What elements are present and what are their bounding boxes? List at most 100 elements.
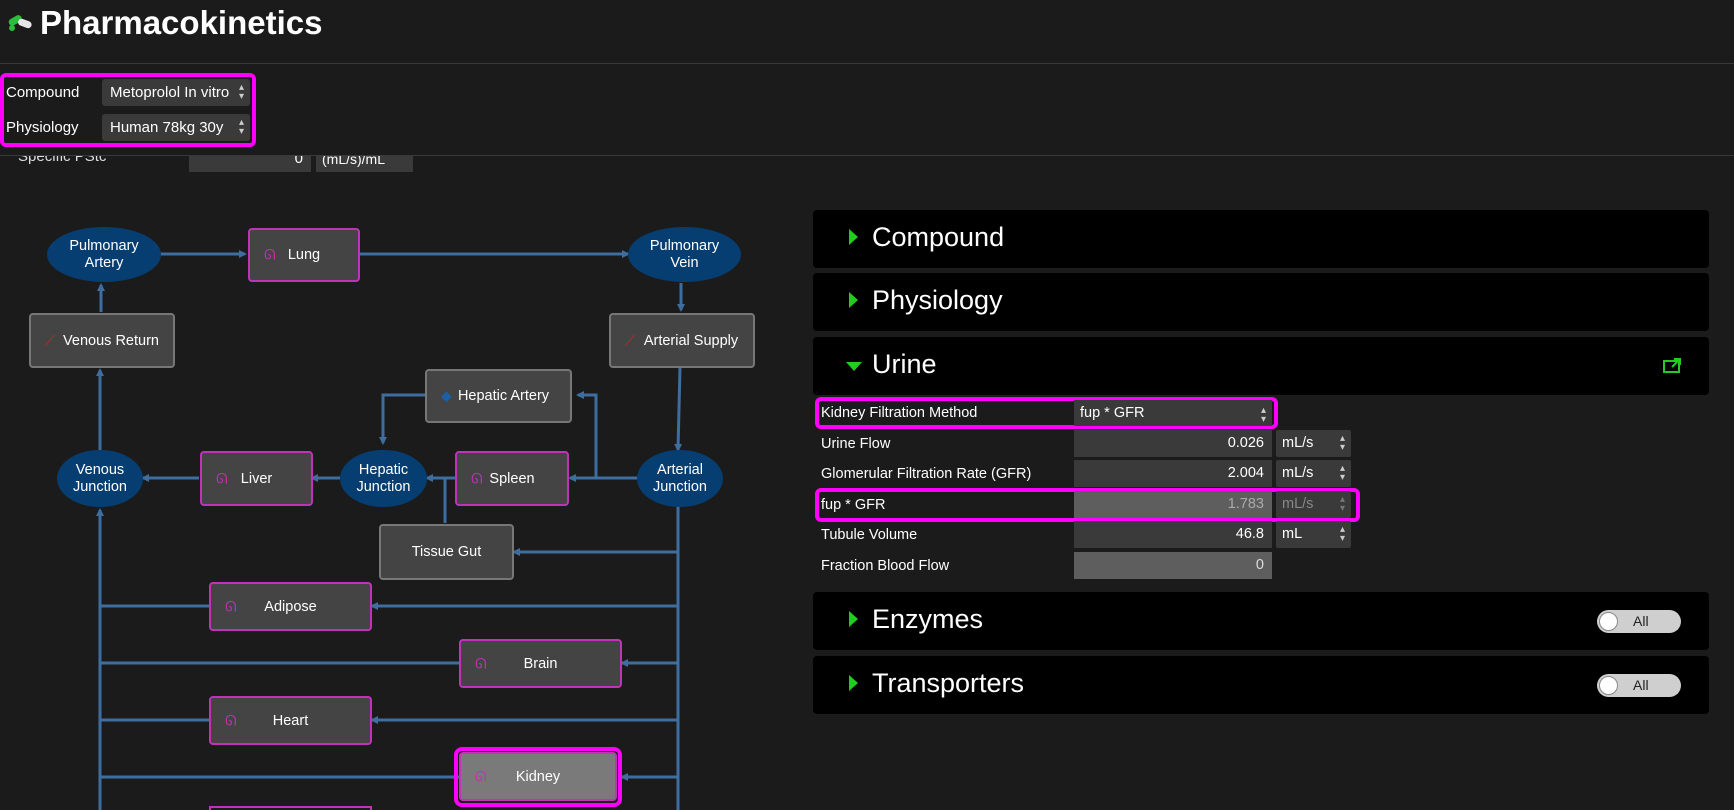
spinner-icon: ▴▾ [1340,460,1345,482]
organ-icon: ᘏ [475,655,487,672]
node-label: Adipose [264,599,316,615]
spinner-icon: ▴▾ [239,114,244,136]
node-kidney[interactable]: ᘏ Kidney [459,752,617,801]
organ-icon: ᘏ [264,247,276,264]
enzymes-all-toggle[interactable]: All [1597,610,1681,633]
node-label: Tissue Gut [412,544,482,560]
physiology-select[interactable]: Human 78kg 30y ▴▾ [102,114,250,141]
section-title: Compound [872,222,1004,253]
kidney-filtration-value: fup * GFR [1080,405,1144,421]
export-icon[interactable] [1663,358,1681,373]
urine-flow-label: Urine Flow [821,436,890,452]
node-liver[interactable]: ᘏ Liver [200,451,313,506]
fup-gfr-unit: mL/s ▴▾ [1276,491,1351,518]
node-lung[interactable]: ᘏ Lung [248,228,360,282]
app-header: Pharmacokinetics [0,0,1734,64]
gfr-unit[interactable]: mL/s▴▾ [1276,460,1351,487]
section-title: Physiology [872,285,1003,316]
section-physiology[interactable]: Physiology [813,273,1709,331]
fraction-blood-flow-field: 0 [1074,552,1272,579]
node-next-partial [209,806,372,810]
node-label: Kidney [516,769,560,785]
node-pulmonary-vein[interactable]: Pulmonary Vein [628,227,741,282]
pills-icon [6,11,34,33]
syringe-icon: ⟋ [625,332,635,349]
node-hepatic-artery[interactable]: ◆ Hepatic Artery [425,369,572,423]
toggle-knob [1599,676,1618,695]
node-label: Lung [288,247,320,263]
node-label: Arterial Junction [645,462,715,496]
tubule-volume-label: Tubule Volume [821,527,917,543]
node-heart[interactable]: ᘏ Heart [209,696,372,745]
page-title: Pharmacokinetics [40,4,322,42]
fraction-blood-flow-label: Fraction Blood Flow [821,558,949,574]
expand-arrow-icon [849,611,858,627]
spinner-icon: ▴▾ [1340,430,1345,452]
node-brain[interactable]: ᘏ Brain [459,639,622,688]
toggle-knob [1599,612,1618,631]
compound-label: Compound [6,84,79,101]
node-venous-junction[interactable]: Venous Junction [57,450,143,507]
node-label: Brain [524,656,558,672]
syringe-icon: ⟋ [45,332,55,349]
organ-icon: ᘏ [471,470,483,487]
collapse-arrow-icon [846,362,862,371]
node-label: Arterial Supply [626,333,738,349]
section-title: Transporters [872,668,1024,699]
section-enzymes[interactable]: Enzymes All [813,592,1709,650]
diamond-icon: ◆ [441,388,452,405]
tubule-volume-field[interactable]: 46.8 [1074,521,1272,548]
node-arterial-supply[interactable]: ⟋ Arterial Supply [609,313,755,368]
section-compound[interactable]: Compound [813,210,1709,268]
toggle-label: All [1633,613,1649,629]
gfr-field[interactable]: 2.004 [1074,460,1272,487]
toggle-label: All [1633,677,1649,693]
compound-select[interactable]: Metoprolol In vitro ▴▾ [102,79,250,106]
node-adipose[interactable]: ᘏ Adipose [209,582,372,631]
tubule-volume-unit[interactable]: mL▴▾ [1276,521,1351,548]
expand-arrow-icon [849,229,858,245]
clipped-row: Specific PStc 0 (mL/s)/mL [0,156,760,174]
specific-pstc-label: Specific PStc [18,156,106,165]
node-pulmonary-artery[interactable]: Pulmonary Artery [47,227,161,282]
physiology-label: Physiology [6,119,79,136]
unit-label: mL/s [1282,496,1313,512]
node-venous-return[interactable]: ⟋ Venous Return [29,313,175,368]
kidney-filtration-select[interactable]: fup * GFR ▴▾ [1074,400,1272,426]
organ-icon: ᘏ [225,712,237,729]
node-label: Pulmonary Vein [645,238,725,272]
section-title: Enzymes [872,604,983,635]
node-label: Hepatic Artery [448,388,549,404]
spinner-icon: ▴▾ [1340,521,1345,543]
node-label: Liver [241,471,272,487]
selector-bar [0,64,1734,156]
organ-icon: ᘏ [216,470,228,487]
urine-flow-unit[interactable]: mL/s▴▾ [1276,430,1351,457]
organ-icon: ᘏ [475,768,487,785]
node-label: Venous Return [45,333,159,349]
node-label: Heart [273,713,308,729]
section-transporters[interactable]: Transporters All [813,656,1709,714]
node-label: Pulmonary Artery [64,238,144,272]
node-spleen[interactable]: ᘏ Spleen [455,451,569,506]
compound-select-value: Metoprolol In vitro [110,84,229,101]
fup-gfr-label: fup * GFR [821,497,885,513]
node-hepatic-junction[interactable]: Hepatic Junction [340,450,427,507]
section-title: Urine [872,349,937,380]
node-label: Hepatic Junction [349,462,419,496]
node-label: Spleen [489,471,534,487]
node-tissue-gut[interactable]: Tissue Gut [379,524,514,580]
expand-arrow-icon [849,292,858,308]
urine-flow-field[interactable]: 0.026 [1074,430,1272,457]
specific-pstc-unit[interactable]: (mL/s)/mL [316,156,413,172]
section-urine[interactable]: Urine [813,337,1709,395]
node-arterial-junction[interactable]: Arterial Junction [637,450,723,507]
specific-pstc-field[interactable]: 0 [189,156,311,172]
expand-arrow-icon [849,675,858,691]
physiology-select-value: Human 78kg 30y [110,119,223,136]
fup-gfr-field: 1.783 [1074,491,1272,518]
transporters-all-toggle[interactable]: All [1597,674,1681,697]
node-label: Venous Junction [65,462,135,496]
spinner-icon: ▴▾ [1261,402,1266,424]
spinner-icon: ▴▾ [1340,491,1345,513]
